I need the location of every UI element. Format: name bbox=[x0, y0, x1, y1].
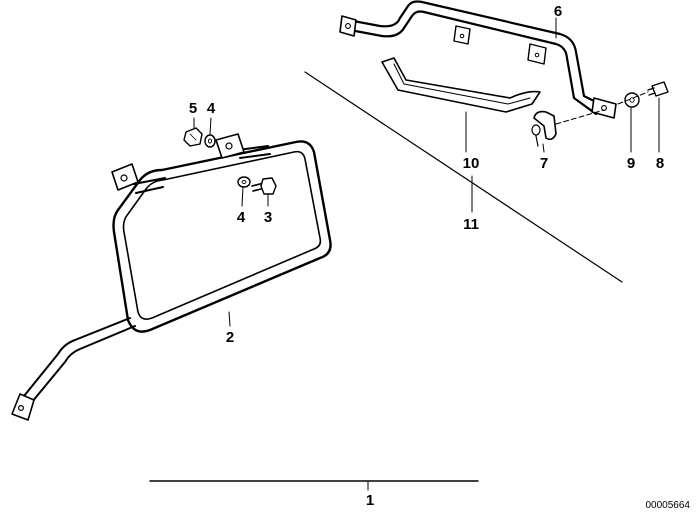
assembly-line-clamp bbox=[555, 109, 605, 125]
rubber-strip bbox=[381, 57, 541, 113]
callout-6: 6 bbox=[554, 3, 562, 20]
callout-11: 11 bbox=[463, 216, 479, 233]
callout-4-upper: 4 bbox=[207, 100, 216, 117]
document-number: 00005664 bbox=[646, 500, 691, 511]
callout-10: 10 bbox=[463, 155, 480, 172]
carrier-bracket bbox=[339, 0, 617, 119]
assembly-reference-line bbox=[149, 480, 479, 491]
clamp bbox=[531, 110, 557, 147]
callout-8: 8 bbox=[656, 155, 664, 172]
washer-lower bbox=[237, 176, 251, 188]
assembly-line-screw bbox=[617, 91, 649, 105]
callout-3: 3 bbox=[264, 209, 272, 226]
leader-lines bbox=[193, 17, 660, 327]
nut bbox=[183, 127, 203, 147]
washer-upper bbox=[204, 134, 216, 148]
callout-9: 9 bbox=[627, 155, 635, 172]
divider-line bbox=[304, 71, 623, 283]
hex-bolt bbox=[251, 177, 277, 195]
callout-7: 7 bbox=[540, 155, 548, 172]
callout-5: 5 bbox=[189, 100, 197, 117]
callout-1: 1 bbox=[366, 492, 374, 509]
callout-4-lower: 4 bbox=[237, 209, 246, 226]
screw bbox=[647, 81, 669, 97]
luggage-frame bbox=[11, 133, 332, 421]
callout-2: 2 bbox=[226, 329, 234, 346]
